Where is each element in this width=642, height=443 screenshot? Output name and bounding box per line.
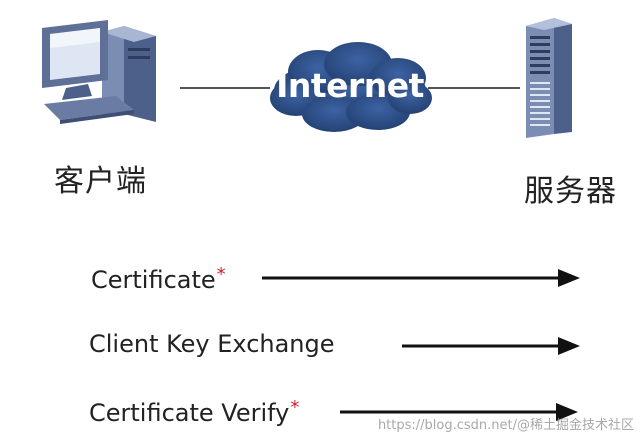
message-client-key-exchange: Client Key Exchange (89, 330, 335, 358)
message-text: Certificate Verify (89, 399, 290, 427)
message-certificate: Certificate* (91, 264, 226, 294)
message-text: Client Key Exchange (89, 330, 335, 358)
desktop-computer-icon (42, 20, 156, 124)
watermark: https://blog.csdn.net/@稀土掘金技术社区 (377, 418, 634, 433)
client-label: 客户端 (54, 164, 147, 199)
arrow-certificate (262, 269, 580, 287)
arrow-certificate-verify (340, 403, 578, 421)
internet-label: Internet (276, 66, 424, 105)
server-tower-icon (526, 18, 572, 138)
optional-marker: * (216, 264, 226, 285)
server-label: 服务器 (524, 174, 617, 209)
message-certificate-verify: Certificate Verify* (89, 397, 299, 427)
arrow-client-key-exchange (402, 337, 580, 355)
message-text: Certificate (91, 266, 216, 294)
optional-marker: * (290, 397, 300, 418)
cloud-icon (270, 42, 432, 132)
